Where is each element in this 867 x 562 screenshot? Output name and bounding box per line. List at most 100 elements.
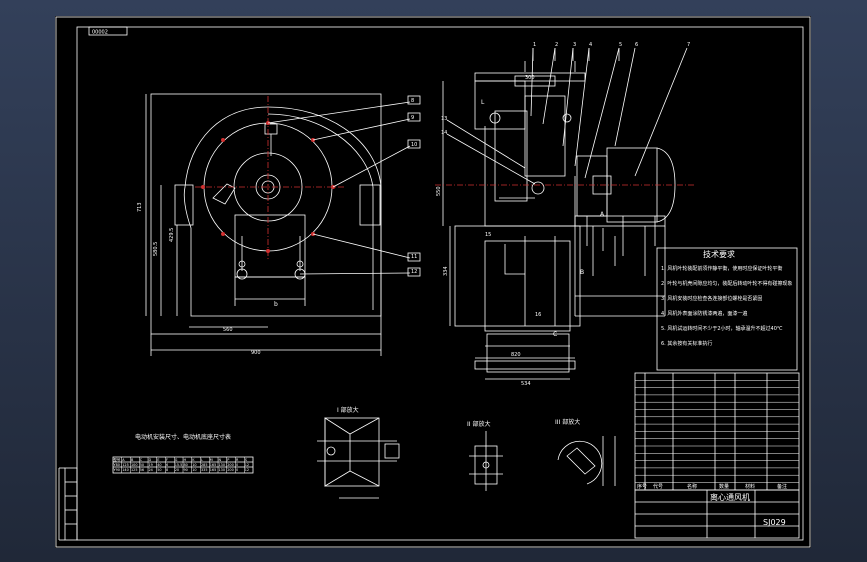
param-cell: M bbox=[210, 458, 213, 462]
param-cell: 100 bbox=[131, 463, 137, 467]
param-cell: 19 bbox=[149, 463, 153, 467]
tech-req-item-2: 2. 叶轮与机壳间隙应均匀，装配后转动叶轮不得有碰擦现象 bbox=[661, 280, 792, 287]
corner-code-box bbox=[88, 26, 128, 36]
param-cell: 90 bbox=[184, 468, 188, 472]
drawing-sheet: 00002 技术要求 1. 风机叶轮装配前须作静平衡，使用时应保证叶轮平衡 2.… bbox=[55, 16, 811, 548]
dim-left-2: 429.5 bbox=[169, 228, 175, 242]
dim-left-1: 580.5 bbox=[153, 242, 159, 256]
part-label: 16 bbox=[535, 312, 541, 318]
drawing-name: 离心通风机 bbox=[710, 492, 750, 502]
side-view bbox=[442, 47, 688, 380]
view-label: L bbox=[481, 99, 485, 106]
bom-header-cell: 数量 bbox=[719, 483, 729, 490]
binding-margin bbox=[58, 467, 78, 541]
param-cell: F bbox=[166, 458, 168, 462]
part-label: 6 bbox=[635, 42, 638, 48]
tech-req-item-1: 1. 风机叶轮装配前须作静平衡，使用时应保证叶轮平衡 bbox=[661, 265, 782, 272]
param-cell: 165 bbox=[210, 463, 216, 467]
detail-I-label: I 部放大 bbox=[337, 406, 359, 414]
part-label: 8 bbox=[411, 98, 414, 104]
param-cell: 200 bbox=[227, 468, 233, 472]
param-cell: 40 bbox=[157, 463, 161, 467]
tech-req-item-3: 3. 风机安装时应检查各连接部位螺栓是否紧固 bbox=[661, 295, 762, 302]
param-cell: 24 bbox=[149, 468, 153, 472]
param-cell: 12 bbox=[245, 463, 249, 467]
param-cell: 125 bbox=[131, 468, 137, 472]
param-cell: C bbox=[140, 458, 143, 462]
front-leaders bbox=[267, 95, 421, 277]
param-cell: Y80 bbox=[114, 463, 120, 467]
dim-mid-width: 560 bbox=[223, 327, 233, 333]
dim-right-width: 534 bbox=[521, 381, 531, 387]
param-cols bbox=[121, 457, 245, 473]
tech-req-title: 技术要求 bbox=[703, 249, 735, 259]
param-cell: R bbox=[236, 458, 239, 462]
view-label: A bbox=[600, 211, 605, 218]
tech-req-item-4: 4. 风机外表面涂防锈漆两遍，面漆一遍 bbox=[661, 310, 747, 317]
part-label: 7 bbox=[687, 42, 690, 48]
param-cell: 50 bbox=[157, 468, 161, 472]
part-label: 10 bbox=[411, 142, 417, 148]
tech-req-box bbox=[656, 247, 798, 371]
detail-II-label: II 部放大 bbox=[467, 420, 490, 428]
part-label: 14 bbox=[441, 130, 447, 136]
bom-headers: 序号代号名称数量材料备注 bbox=[637, 483, 787, 490]
bom-rows bbox=[635, 380, 799, 483]
detail-II-view bbox=[469, 431, 503, 491]
param-cell: G bbox=[175, 458, 178, 462]
param-cell: N bbox=[219, 458, 222, 462]
param-cell: 0 bbox=[236, 468, 238, 472]
title-block bbox=[634, 489, 800, 539]
param-cell: Y90 bbox=[114, 468, 120, 472]
outer-frame bbox=[55, 16, 811, 548]
param-cell: 140 bbox=[122, 468, 128, 472]
param-cell: 6 bbox=[166, 463, 168, 467]
param-cell: 130 bbox=[219, 463, 225, 467]
param-cell: 285 bbox=[201, 463, 207, 467]
param-cell: 50 bbox=[140, 463, 144, 467]
part-label: 15 bbox=[485, 232, 491, 238]
dim-bottom: 820 bbox=[511, 352, 521, 358]
drawing-canvas: 00002 技术要求 1. 风机叶轮装配前须作静平衡，使用时应保证叶轮平衡 2.… bbox=[55, 16, 811, 548]
param-cell: 130 bbox=[219, 468, 225, 472]
part-label: 9 bbox=[411, 115, 414, 121]
param-cell: 10 bbox=[192, 463, 196, 467]
param-cell: S bbox=[245, 458, 247, 462]
param-cell: L bbox=[201, 458, 203, 462]
dim-front-width: 900 bbox=[251, 350, 261, 356]
detail-I-view bbox=[317, 417, 400, 499]
view-label: b bbox=[274, 301, 278, 308]
bom-header-cell: 序号 bbox=[637, 483, 647, 490]
bom-header-cell: 名称 bbox=[687, 483, 697, 490]
part-label: 13 bbox=[441, 116, 447, 122]
param-cell: 12 bbox=[245, 468, 249, 472]
param-cell: 8 bbox=[166, 468, 168, 472]
param-cell: 20 bbox=[175, 468, 179, 472]
dim-side-mid: 334 bbox=[443, 266, 449, 276]
corner-code: 00002 bbox=[92, 30, 108, 36]
front-center-lines bbox=[195, 96, 345, 261]
param-cell: H bbox=[184, 458, 187, 462]
param-cell: 165 bbox=[210, 468, 216, 472]
view-label: B bbox=[580, 269, 584, 276]
param-cell: 0 bbox=[236, 463, 238, 467]
param-cell: A bbox=[122, 458, 125, 462]
param-cell: 15.5 bbox=[175, 463, 183, 467]
param-cell: 335 bbox=[201, 468, 207, 472]
dim-front-height: 713 bbox=[137, 202, 143, 212]
part-label: 2 bbox=[555, 42, 558, 48]
bom-header-cell: 代号 bbox=[653, 483, 663, 490]
detail-III-label: III 部放大 bbox=[555, 418, 580, 426]
param-cell: 10 bbox=[192, 468, 196, 472]
side-bolts bbox=[586, 216, 656, 266]
tech-req-item-6: 6. 其余按有关标准执行 bbox=[661, 340, 712, 347]
param-cell: 56 bbox=[140, 468, 144, 472]
param-cell: 125 bbox=[122, 463, 128, 467]
view-label: C bbox=[553, 331, 557, 338]
param-cell: B bbox=[131, 458, 134, 462]
detail-III-view bbox=[557, 436, 616, 486]
dim-right-top: 300 bbox=[525, 75, 535, 81]
dim-side-height: 550 bbox=[436, 186, 442, 196]
